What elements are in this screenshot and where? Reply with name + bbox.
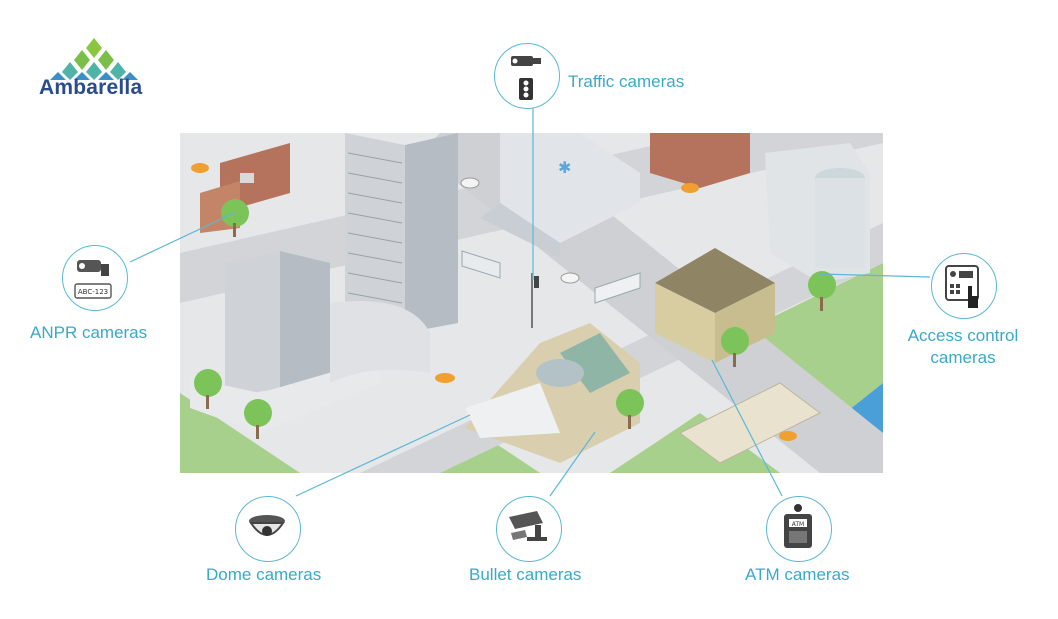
access-control-icon: [945, 265, 979, 308]
anpr-cameras-label: ANPR cameras: [30, 323, 148, 342]
car: [779, 431, 797, 441]
traffic-cameras-label: Traffic cameras: [568, 72, 685, 91]
dome-camera-icon: [249, 515, 285, 536]
car: [460, 177, 480, 189]
city-illustration: ✱: [180, 133, 883, 473]
tree: [194, 369, 222, 409]
dome-cameras-label: Dome cameras: [206, 565, 322, 584]
traffic-camera-icon: [511, 56, 541, 100]
bullet-camera-circle: [496, 496, 562, 562]
anpr-camera-circle: ABC-123: [62, 245, 128, 311]
bullet-connector: [549, 431, 596, 497]
car: [435, 373, 455, 383]
grass-area: [740, 263, 883, 433]
access-control-label-line2: cameras: [930, 348, 996, 367]
car: [681, 183, 699, 193]
bridge: [679, 382, 821, 464]
car: [560, 272, 580, 284]
access-connector: [819, 273, 931, 278]
tree: [808, 271, 836, 311]
dome-connector: [295, 414, 471, 497]
office-tower: [345, 133, 458, 333]
cutaway-building: [465, 323, 640, 463]
anpr-connector: [129, 211, 237, 263]
access-control-label: Access control cameras: [903, 325, 1023, 369]
atm-screen-text: ATM: [792, 521, 804, 528]
atm-cameras-label: ATM cameras: [745, 565, 850, 584]
bullet-cameras-label: Bullet cameras: [469, 565, 582, 584]
tree: [721, 327, 749, 367]
atm-camera-icon: ATM: [784, 504, 812, 548]
brand-name: Ambarella: [39, 76, 143, 99]
bus: [461, 250, 501, 279]
hospital-building: ✱: [480, 133, 640, 258]
tree: [616, 389, 644, 429]
truck: [594, 272, 641, 304]
access-control-label-line1: Access control: [907, 326, 1019, 345]
anpr-camera-icon: ABC-123: [74, 260, 112, 299]
car: [191, 163, 209, 173]
ambarella-logo-mark: [50, 38, 138, 80]
tree: [244, 399, 272, 439]
atm-connector: [711, 359, 783, 497]
dome-camera-circle: [235, 496, 301, 562]
curved-building: [330, 301, 430, 383]
brick-building: [650, 133, 750, 188]
svg-text:✱: ✱: [558, 158, 571, 177]
traffic-camera-circle: [494, 43, 560, 109]
bullet-camera-icon: [509, 511, 547, 541]
access-control-circle: [931, 253, 997, 319]
round-building: [765, 143, 870, 283]
license-plate-text: ABC-123: [78, 288, 108, 296]
atm-camera-circle: ATM: [766, 496, 832, 562]
traffic-light-pole: [531, 273, 539, 328]
